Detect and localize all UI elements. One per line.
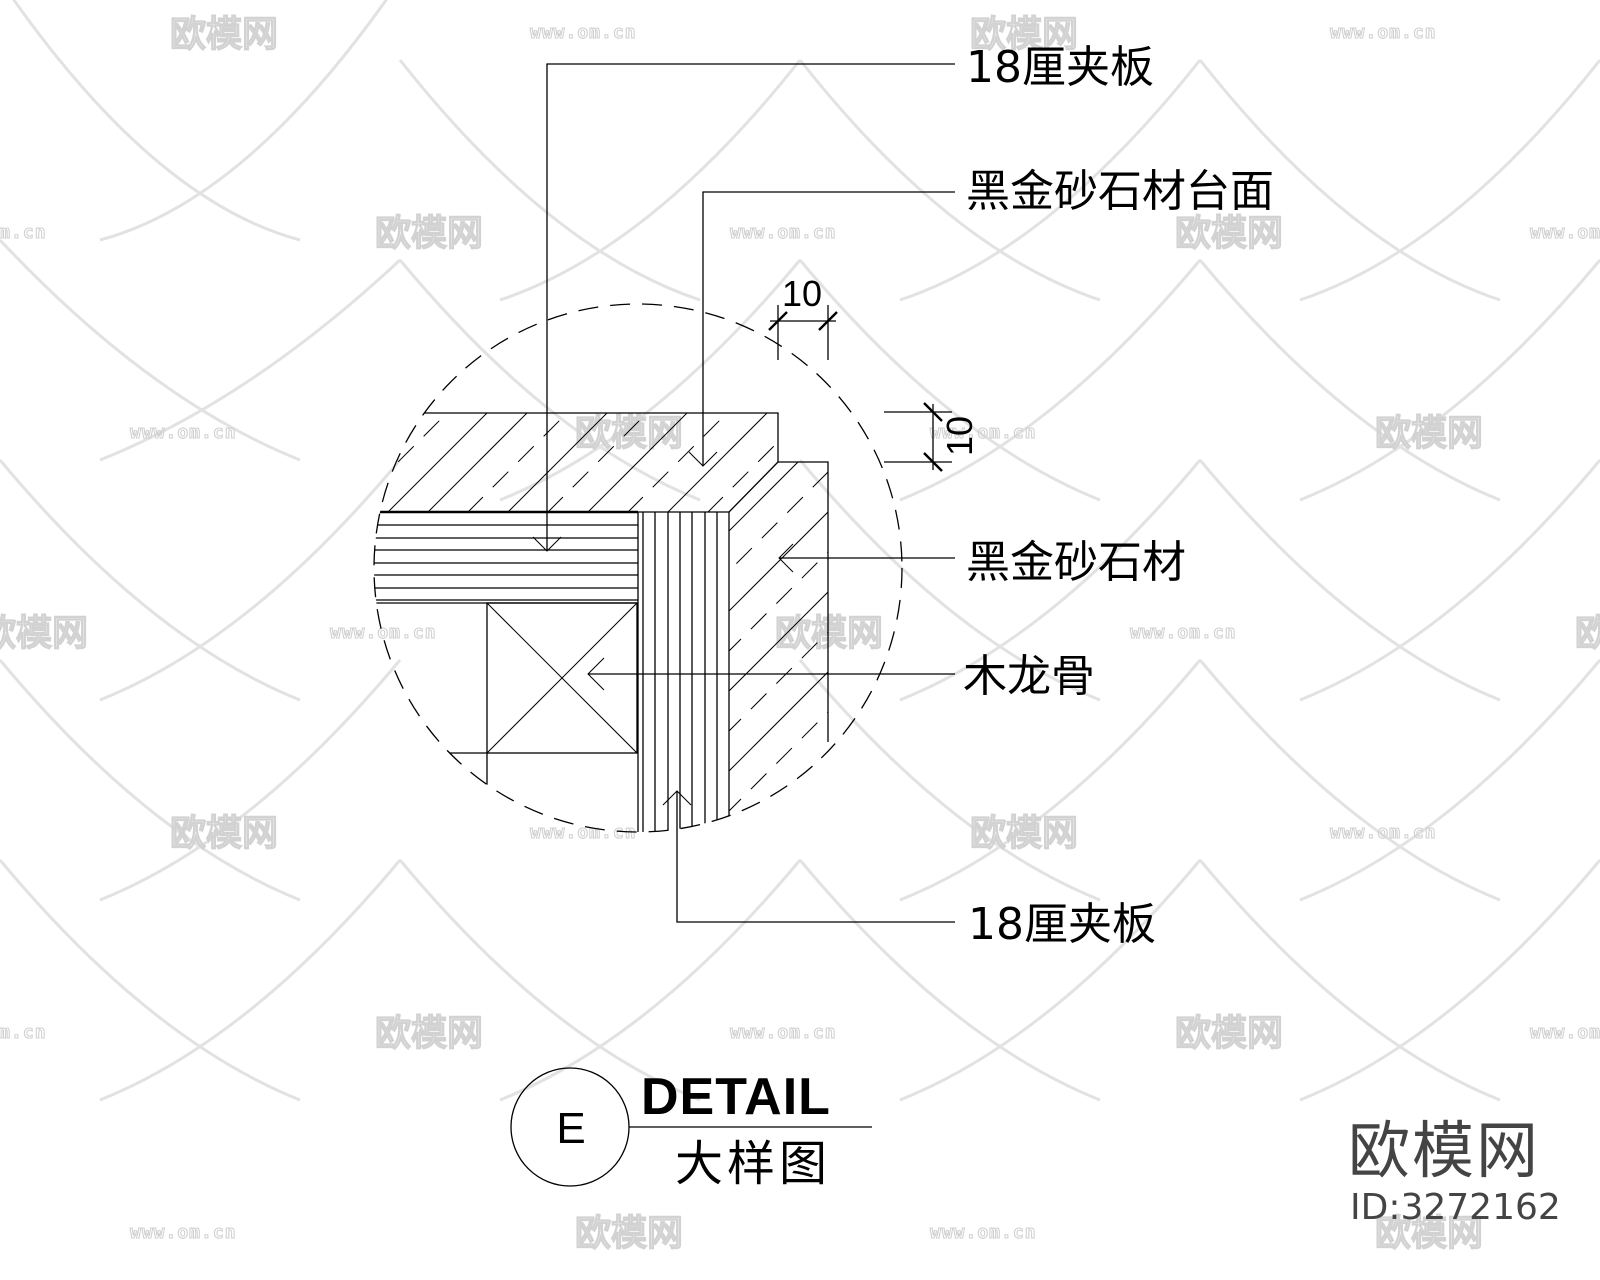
title-block-graphics <box>510 1067 872 1187</box>
stone-outline <box>374 412 829 742</box>
watermark-url: www.om.cn <box>330 622 437 643</box>
detail-section <box>373 303 903 833</box>
watermark-url: www.om.cn <box>730 222 837 243</box>
brand-id: ID:3272162 <box>1350 1187 1561 1228</box>
watermark-logo: 欧模网 <box>0 613 88 654</box>
watermark-logo: 欧模网 <box>970 14 1078 55</box>
leader-plywood-top <box>546 63 955 550</box>
callout-plywood-bottom: 18厘夹板 <box>968 899 1156 950</box>
leader-plywood-bottom <box>676 791 955 923</box>
watermark-logo: 欧模网 <box>575 1213 683 1254</box>
dimension-top: 10 <box>768 273 838 360</box>
watermark-logo: 欧模网 <box>375 1013 483 1054</box>
watermark-url: www.om.cn <box>130 1222 237 1243</box>
watermark-logo: 欧模网 <box>1175 213 1283 254</box>
watermark-logo: 欧模网 <box>170 14 278 55</box>
watermark-logo: 欧模网 <box>970 813 1078 854</box>
watermark-url: www.om.cn <box>930 1222 1037 1243</box>
plywood-vertical <box>637 511 730 832</box>
watermark-url: www.om.cn <box>0 1022 47 1043</box>
watermark-urls: www.om.cn www.om.cn www.om.cn www.om.cn … <box>0 22 1600 1244</box>
callout-stone: 黑金砂石材 <box>966 537 1186 588</box>
callout-stone-countertop: 黑金砂石材台面 <box>966 166 1274 217</box>
watermark-logos: 欧模网 欧模网 欧模网 欧模网 欧模网 欧模网 欧模网 欧模网 欧模网 欧模网 … <box>0 13 1600 1254</box>
plywood-horizontal <box>374 510 638 604</box>
watermark-logo: 欧模网 <box>575 413 683 454</box>
watermark-logo: 欧模网 <box>170 813 278 854</box>
dimension-side-value: 10 <box>939 416 980 456</box>
brand-logo-text: 欧模网 <box>1348 1114 1541 1187</box>
watermark-url: www.om.cn <box>1530 222 1600 243</box>
watermark-url: www.om.cn <box>730 1022 837 1043</box>
title-detail-cn: 大样图 <box>675 1136 832 1192</box>
title-detail-en: DETAIL <box>641 1068 831 1126</box>
watermark-logo: 欧模网 <box>1375 413 1483 454</box>
watermark-logo: 欧模网 <box>1375 1213 1483 1254</box>
watermark-url: www.om.cn <box>0 222 47 243</box>
callout-plywood-top: 18厘夹板 <box>966 42 1154 93</box>
watermark-url: www.om.cn <box>1130 622 1237 643</box>
watermark-url: www.om.cn <box>130 422 237 443</box>
leader-stone-countertop <box>702 191 955 466</box>
dimension-top-value: 10 <box>782 273 822 314</box>
watermark-url: www.om.cn <box>930 422 1037 443</box>
watermark-url: www.om.cn <box>1330 22 1437 43</box>
callout-wood-joist: 木龙骨 <box>963 651 1095 702</box>
watermark-url: www.om.cn <box>1530 1022 1600 1043</box>
dimension-side: 10 <box>884 402 980 472</box>
watermark-logo: 欧模网 <box>775 613 883 654</box>
watermark-logo: 欧模网 <box>1575 613 1600 654</box>
watermark-url: www.om.cn <box>530 822 637 843</box>
watermark-logo: 欧模网 <box>375 213 483 254</box>
detail-marker-letter: E <box>556 1104 586 1153</box>
section-clipped <box>374 412 829 832</box>
leader-lines <box>532 63 955 923</box>
watermark-url: www.om.cn <box>530 22 637 43</box>
watermark-arcs <box>0 0 1600 1102</box>
detail-circle <box>373 303 903 833</box>
watermark-logo: 欧模网 <box>1175 1013 1283 1054</box>
watermark-url: www.om.cn <box>1330 822 1437 843</box>
